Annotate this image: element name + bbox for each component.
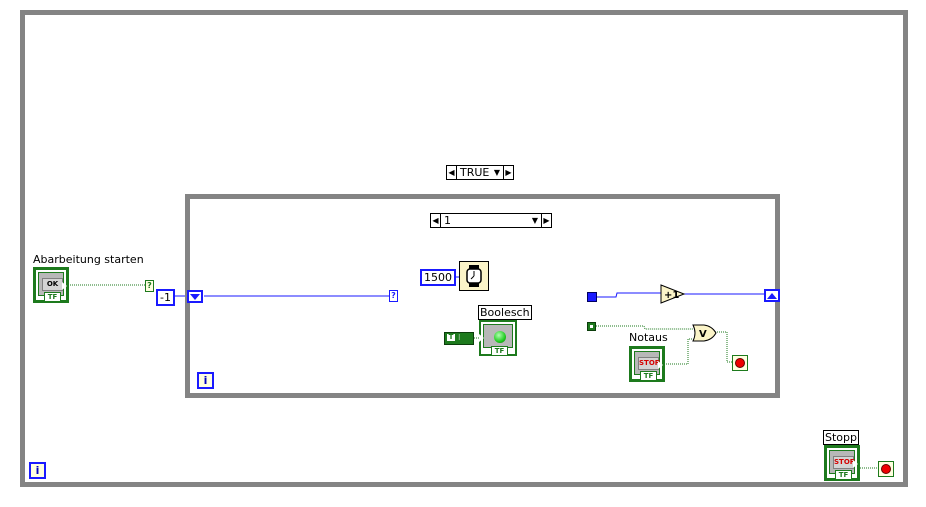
output-arrow-icon	[658, 361, 663, 369]
increment-node[interactable]: +1	[660, 284, 686, 304]
next-case-icon[interactable]: ▶	[541, 214, 551, 227]
numeric-output-tunnel[interactable]	[587, 292, 597, 302]
boolesch-label: Boolesch	[478, 305, 532, 320]
inner-case-selector-terminal[interactable]: ?	[389, 290, 398, 302]
triangle-down-icon	[190, 293, 200, 300]
stopp-label: Stopp	[823, 430, 859, 445]
toggle-icon: ⁝	[458, 333, 461, 342]
boolean-true-constant[interactable]: T ⁝	[444, 332, 474, 345]
or-gate-node[interactable]: V	[692, 324, 717, 342]
left-shift-register[interactable]	[187, 290, 203, 303]
next-case-icon[interactable]: ▶	[503, 166, 513, 179]
inner-iteration-terminal: i	[197, 372, 214, 389]
output-arrow-icon	[853, 460, 858, 468]
notaus-stop-control[interactable]: STOP TF	[629, 346, 665, 382]
boolesch-indicator[interactable]: TF	[479, 320, 517, 356]
input-arrow-icon	[479, 334, 484, 342]
tf-badge: TF	[640, 371, 657, 381]
start-button-text: OK	[42, 278, 63, 291]
inner-loop-stop-terminal[interactable]	[732, 355, 748, 371]
increment-text: +1	[664, 290, 679, 301]
stop-sign-icon	[881, 464, 891, 474]
notaus-button-text: STOP	[638, 357, 660, 370]
wait-ms-node[interactable]	[459, 261, 489, 291]
outer-loop-stop-terminal[interactable]	[878, 461, 894, 477]
triangle-up-icon	[767, 292, 777, 299]
inner-case-value: 1	[444, 214, 451, 227]
stop-sign-icon	[735, 358, 745, 368]
outer-case-value: TRUE	[460, 166, 490, 179]
prev-case-icon[interactable]: ◀	[431, 214, 441, 227]
prev-case-icon[interactable]: ◀	[447, 166, 457, 179]
right-shift-register[interactable]	[764, 289, 780, 302]
stopp-button-text: STOP	[833, 456, 855, 469]
tf-badge: TF	[44, 292, 61, 302]
or-gate-text: V	[699, 329, 707, 340]
inner-case-selector[interactable]: ◀ 1 ▼ ▶	[430, 213, 552, 228]
bool-const-text: T	[447, 333, 455, 341]
chevron-down-icon[interactable]: ▼	[493, 168, 500, 177]
led-icon	[494, 331, 506, 343]
outer-iteration-terminal: i	[29, 462, 46, 479]
outer-case-selector[interactable]: ◀ TRUE ▼ ▶	[446, 165, 514, 180]
tf-badge: TF	[835, 470, 852, 480]
boolean-output-tunnel[interactable]	[587, 322, 596, 331]
notaus-label: Notaus	[628, 331, 669, 344]
start-control-label: Abarbeitung starten	[32, 253, 145, 266]
outer-while-loop[interactable]	[20, 10, 908, 487]
output-arrow-icon	[62, 282, 67, 290]
wait-ms-constant[interactable]: 1500	[420, 269, 456, 286]
tf-badge: TF	[491, 346, 508, 356]
shift-init-constant[interactable]: -1	[156, 289, 175, 306]
chevron-down-icon[interactable]: ▼	[531, 216, 538, 225]
case-selector-terminal[interactable]: ?	[145, 280, 154, 292]
stopp-stop-control[interactable]: STOP TF	[824, 445, 860, 481]
wristwatch-icon	[466, 265, 482, 287]
start-button-control[interactable]: OK TF	[33, 267, 69, 303]
